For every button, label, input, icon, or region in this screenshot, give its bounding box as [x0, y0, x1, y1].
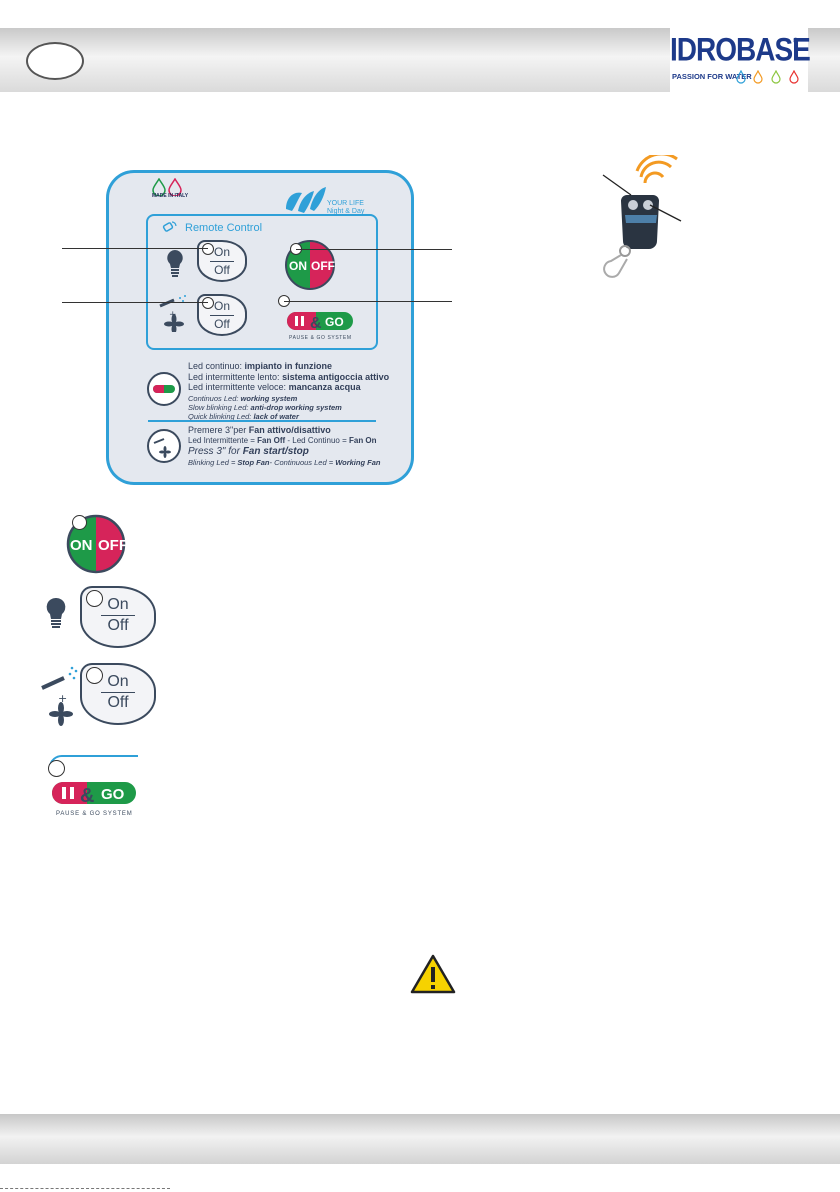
logo-drops-icon [736, 70, 799, 84]
brand-tagline-line2: Night & Day [327, 208, 365, 215]
off-text: OFF [311, 259, 335, 273]
fan-legend: Premere 3"per Fan attivo/disattivo Led I… [188, 425, 380, 467]
fan-it-2-label: Led Intermittente = [188, 435, 258, 445]
remote-control-title: Remote Control [185, 222, 263, 234]
legend-en-1-label: Continuos Led: [188, 393, 241, 403]
fan-it-1-label: Premere 3"per [188, 425, 249, 435]
legend-it-1-value: impianto in funzione [244, 361, 333, 371]
logo-name: IDROBASE [670, 31, 811, 68]
legend-it-3-label: Led intermittente veloce: [188, 382, 289, 392]
andy-brand-logo [286, 187, 326, 213]
logo-registered-mark: ® [793, 38, 799, 45]
svg-text:&: & [310, 315, 322, 332]
fan-en-2-label: Blinking Led = [188, 458, 238, 467]
fan-it-2-end: Fan On [348, 435, 377, 445]
svg-text:&: & [80, 785, 94, 807]
legend-it-2-label: Led intermittente lento: [188, 371, 283, 382]
off-text: OFF [98, 537, 127, 554]
off-label: Off [214, 263, 230, 277]
legend-it-3-value: mancanza acqua [288, 382, 361, 392]
legend-it-2-value: sistema antigoccia attivo [282, 371, 390, 382]
fan-it-2-value: Fan Off [257, 435, 286, 445]
logo-tagline: PASSION FOR WATER [672, 72, 752, 81]
leader-line [296, 249, 452, 250]
fan-mist-icon: + [159, 295, 186, 332]
legend-en-3-label: Quick blinking Led: [188, 411, 254, 421]
brand-tagline-line1: YOUR LIFE [327, 200, 364, 207]
made-in-italy-text: MADE IN ITALY [152, 193, 189, 199]
callout-marker [202, 243, 214, 255]
off-label: Off [107, 617, 129, 634]
led-legend: Led continuo: impianto in funzione Led i… [188, 361, 389, 421]
pause-go-badge: & GO PAUSE & GO SYSTEM [287, 312, 353, 341]
brand-tagline: YOUR LIFE Night & Day [327, 200, 364, 216]
callout-marker [86, 590, 103, 607]
fan-en-2-value: Stop Fan [237, 458, 270, 467]
fan-en-1-label: Press 3" for [188, 446, 243, 457]
on-text: ON [289, 259, 307, 273]
remote-keyfob-image [602, 155, 682, 278]
light-bulb-icon [167, 250, 183, 277]
off-label: Off [214, 317, 230, 331]
go-text: GO [325, 315, 344, 329]
svg-text:+: + [58, 692, 67, 705]
legend-divider [148, 420, 376, 422]
leader-line [62, 302, 208, 303]
idrobase-logo: IDROBASE ® PASSION FOR WATER [670, 28, 811, 92]
remote-control-section [146, 214, 378, 350]
on-label: On [213, 245, 230, 259]
on-label: On [107, 596, 129, 613]
crop-mark [0, 1188, 170, 1190]
pause-go-circle-icon [147, 372, 181, 406]
callout-marker [86, 667, 103, 684]
leader-line [62, 248, 208, 249]
fan-circle-icon [147, 429, 181, 463]
pause-go-system-text: PAUSE & GO SYSTEM [56, 811, 133, 817]
legend-en-2-label: Slow blinking Led: [188, 402, 251, 412]
go-text: GO [101, 786, 125, 803]
fan-en-2-mid: - Continuous Led = [269, 458, 336, 467]
callout-marker [72, 515, 87, 530]
fan-en-1-value: Fan start/stop [242, 446, 309, 457]
off-label: Off [107, 694, 129, 711]
fan-it-1-value: Fan attivo/disattivo [248, 425, 331, 435]
legend-it-1-label: Led continuo: [188, 361, 245, 371]
on-label: On [107, 673, 129, 690]
callout-marker [202, 297, 214, 309]
leader-line [284, 301, 452, 302]
remote-signal-icon [162, 221, 177, 232]
on-label: On [213, 299, 230, 313]
made-in-italy-drops-icon [152, 178, 182, 196]
language-badge [26, 42, 84, 80]
on-text: ON [70, 537, 93, 554]
legend-en-3-value: lack of water [253, 411, 299, 421]
fan-it-2-mid: - Led Continuo = [285, 435, 349, 445]
pause-go-system-text: PAUSE & GO SYSTEM [289, 335, 352, 341]
legend-en-2-value: anti-drop working system [250, 402, 342, 412]
warning-icon [410, 954, 456, 994]
fan-en-2-end: Working Fan [335, 458, 381, 467]
legend-light-bulb-icon [46, 597, 66, 628]
legend-fan-mist-icon: + [41, 666, 78, 726]
legend-en-1-value: working system [240, 393, 298, 403]
callout-marker [48, 760, 65, 777]
footer-band [0, 1114, 840, 1164]
